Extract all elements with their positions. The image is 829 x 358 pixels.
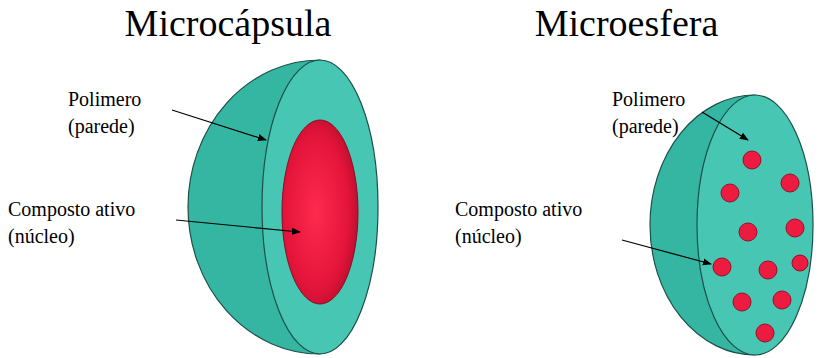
active-dot: [759, 261, 777, 279]
part-label: Polimero (parede): [612, 86, 712, 140]
part-label: Composto ativo (núcleo): [8, 196, 178, 250]
figure-title: Microcápsula: [98, 2, 358, 46]
leader-arrow: [622, 240, 711, 264]
active-dot: [733, 293, 751, 311]
active-dot: [739, 223, 757, 241]
active-dot: [792, 255, 808, 271]
sphere-face: [697, 95, 813, 355]
active-dot: [713, 258, 731, 276]
active-dot: [781, 174, 799, 192]
active-dot: [786, 219, 804, 237]
microcapsule-figure: [188, 60, 378, 354]
active-dot: [756, 324, 774, 342]
capsule-core: [282, 120, 358, 304]
active-dot: [773, 291, 791, 309]
leader-arrow: [172, 110, 266, 140]
part-label: Composto ativo (núcleo): [455, 196, 615, 250]
figure-title: Microesfera: [489, 2, 764, 46]
part-label: Polimero (parede): [68, 86, 168, 140]
leader-arrow: [702, 112, 748, 140]
leader-arrow: [176, 220, 300, 232]
capsule-wall-face: [262, 60, 378, 354]
active-dots: [713, 151, 808, 342]
active-dot: [743, 151, 761, 169]
active-dot: [721, 184, 739, 202]
